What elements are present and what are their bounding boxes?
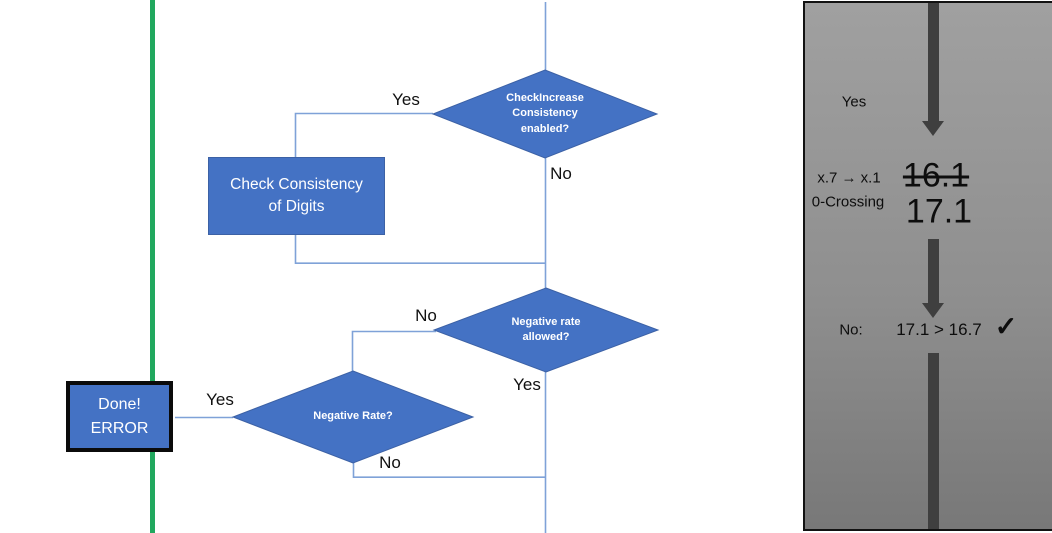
connector-process-out	[294, 235, 545, 264]
panel-rule-line2: 0-Crossing	[811, 193, 885, 211]
down-arrow-2-shaft	[928, 239, 939, 303]
connector-no-low	[352, 463, 545, 478]
decision-check-increase-label: CheckIncrease Consistency enabled?	[506, 91, 584, 135]
panel-result-comparison: 17.1 > 16.7	[896, 320, 982, 339]
checkmark-icon: ✓	[994, 311, 1018, 342]
branch-label-yes-low: Yes	[206, 390, 234, 409]
connector-yes-top	[294, 112, 433, 157]
down-arrow-1-shaft	[928, 3, 939, 121]
down-arrow-2-head-icon	[922, 303, 944, 318]
decision-negative-rate-allowed-label: Negative rate allowed?	[511, 315, 581, 343]
green-divider-line	[150, 0, 155, 533]
branch-label-yes-mid: Yes	[513, 375, 541, 394]
down-arrow-1-head-icon	[922, 121, 944, 136]
terminal-done-error-box: Done! ERROR	[66, 381, 173, 452]
branch-label-yes-top: Yes	[392, 90, 420, 109]
annotation-panel: Yes x.7 → x.1 0-Crossing 16.1 17.1 No: 1…	[803, 1, 1052, 531]
process-check-consistency-box: Check Consistency of Digits	[208, 157, 385, 235]
panel-rule-line1: x.7 → x.1	[817, 169, 881, 187]
panel-new-value: 17.1	[905, 192, 973, 231]
down-arrow-3-shaft	[928, 353, 939, 529]
decision-negative-rate-allowed-diamond	[432, 287, 660, 373]
panel-old-value: 16.1	[902, 156, 970, 195]
decision-negative-rate-diamond	[231, 370, 475, 464]
decision-check-increase-diamond	[431, 69, 659, 159]
panel-result-prefix: No:	[839, 321, 863, 339]
decision-negative-rate-label: Negative Rate?	[313, 410, 393, 423]
branch-label-no-top: No	[550, 164, 572, 183]
connector-no-mid	[351, 330, 436, 371]
branch-label-no-mid: No	[415, 306, 437, 325]
branch-label-no-low: No	[379, 453, 401, 472]
panel-yes-label: Yes	[841, 93, 867, 111]
